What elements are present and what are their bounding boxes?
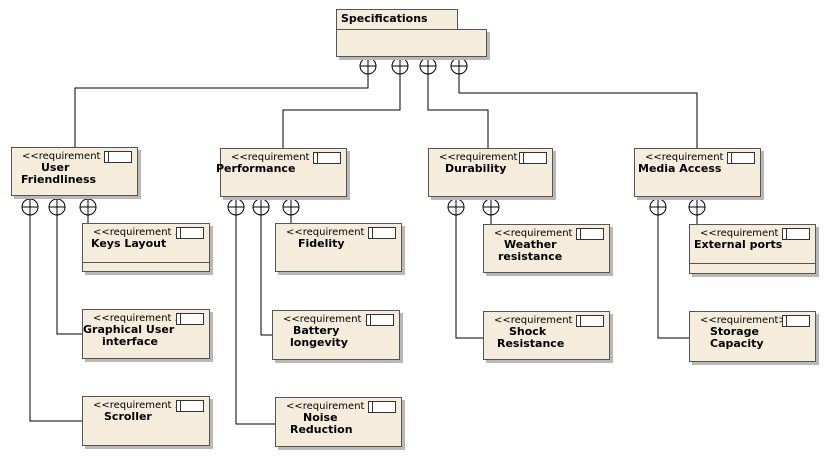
req-performance[interactable]: <<requirement ... Performance (216, 148, 347, 197)
stereotype-label: <<requirement ... (439, 152, 531, 163)
req-weather-resistance[interactable]: <<requirement ... Weather resistance (483, 224, 610, 273)
req-name-line1: Performance (216, 162, 296, 175)
req-name-line1: Scroller (104, 410, 152, 423)
requirement-icon (727, 152, 755, 164)
req-external-ports[interactable]: <<requirement ... External ports (689, 224, 816, 274)
req-name-line2: longevity (290, 336, 348, 349)
req-name-line1: External ports (694, 238, 783, 251)
containment-anchor-icon (227, 198, 245, 216)
requirement-icon (519, 152, 547, 164)
req-name-line1: Battery (293, 324, 340, 337)
compartment-divider (83, 262, 209, 263)
containment-line (74, 67, 369, 198)
stereotype-label: <<requirement ... (22, 151, 114, 162)
stereotype-label: <<requirement ... (93, 227, 185, 238)
containment-anchor-icon (79, 198, 97, 216)
requirement-icon (366, 314, 394, 326)
stereotype-label: <<requirement ... (700, 228, 792, 239)
requirement-icon (313, 152, 341, 164)
containment-line (427, 67, 489, 148)
containment-anchor-icon (419, 57, 437, 75)
req-name-line1: Graphical User (83, 323, 175, 336)
compartment-divider (690, 263, 815, 264)
req-graphical-user-interface[interactable]: <<requirement ... Graphical User interfa… (82, 309, 210, 359)
requirement-icon (576, 228, 604, 240)
stereotype-label: <<requirement ... (286, 227, 378, 238)
requirement-icon (176, 313, 204, 325)
req-name-line1: Storage (710, 325, 759, 338)
req-name-line2: Reduction (290, 423, 353, 436)
containment-line (455, 208, 483, 339)
containment-anchor-icon (447, 198, 465, 216)
containment-anchor-icon (282, 198, 300, 216)
stereotype-label: <<requirement ... (645, 152, 737, 163)
req-name-line1: Noise (303, 411, 338, 424)
req-name-line1: Shock (509, 325, 547, 338)
req-keys-layout[interactable]: <<requirement ... Keys Layout (82, 223, 210, 272)
stereotype-label: <<requirement ... (93, 400, 185, 411)
containment-anchor-icon (252, 198, 270, 216)
stereotype-label: <<requirement ... (494, 228, 586, 239)
requirement-icon (782, 315, 810, 327)
requirement-icon (368, 227, 396, 239)
req-name-line1: User (41, 161, 70, 174)
requirement-icon (176, 400, 204, 412)
req-battery-longevity[interactable]: <<requirement ... Battery longevity (272, 310, 400, 360)
req-name-line1: Durability (445, 162, 507, 175)
containment-anchor-icon (48, 198, 66, 216)
containment-anchor-icon (359, 57, 377, 75)
requirement-icon (176, 227, 204, 239)
containment-anchor-icon (21, 198, 39, 216)
req-name-line2: resistance (498, 250, 563, 263)
containment-line (657, 208, 689, 339)
req-storage-capacity[interactable]: <<requirement>> Storage Capacity (689, 311, 816, 362)
req-durability[interactable]: <<requirement ... Durability (428, 148, 553, 197)
req-fidelity[interactable]: <<requirement ... Fidelity (275, 223, 402, 272)
req-name-line1: Weather (504, 238, 557, 251)
req-specifications[interactable]: Specifications (336, 9, 487, 57)
stereotype-label: <<requirement ... (494, 315, 586, 326)
req-name-line2: Capacity (710, 337, 764, 350)
stereotype-label: <<requirement ... (231, 152, 323, 163)
req-noise-reduction[interactable]: <<requirement ... Noise Reduction (275, 397, 402, 447)
req-name-line1: Fidelity (298, 237, 345, 250)
containment-line (458, 67, 698, 148)
requirement-icon (368, 401, 396, 413)
containment-anchor-icon (450, 57, 468, 75)
req-name-line2: interface (102, 335, 158, 348)
req-name-line1: Keys Layout (91, 237, 167, 250)
containment-line (260, 208, 272, 336)
containment-line (29, 208, 82, 422)
stereotype-label: <<requirement>> (700, 315, 796, 326)
containment-line (282, 67, 401, 148)
req-user-friendliness[interactable]: <<requirement ... User Friendliness (11, 147, 138, 196)
containment-anchor-icon (688, 198, 706, 216)
stereotype-label: <<requirement ... (93, 313, 185, 324)
containment-line (56, 208, 82, 335)
req-scroller[interactable]: <<requirement ... Scroller (82, 396, 210, 446)
stereotype-label: <<requirement ... (286, 401, 378, 412)
requirement-icon (782, 228, 810, 240)
containment-line (235, 208, 275, 425)
containment-anchor-icon (649, 198, 667, 216)
req-shock-resistance[interactable]: <<requirement ... Shock Resistance (483, 311, 610, 360)
req-media-access[interactable]: <<requirement ... Media Access (634, 148, 761, 197)
stereotype-label: <<requirement ... (283, 314, 375, 325)
req-name-line2: Friendliness (21, 173, 97, 186)
req-name-line2: Resistance (497, 337, 565, 350)
containment-anchor-icon (391, 57, 409, 75)
containment-anchor-icon (482, 198, 500, 216)
root-title: Specifications (341, 12, 428, 25)
requirement-icon (104, 151, 132, 163)
requirement-icon (576, 315, 604, 327)
req-name-line1: Media Access (638, 162, 722, 175)
